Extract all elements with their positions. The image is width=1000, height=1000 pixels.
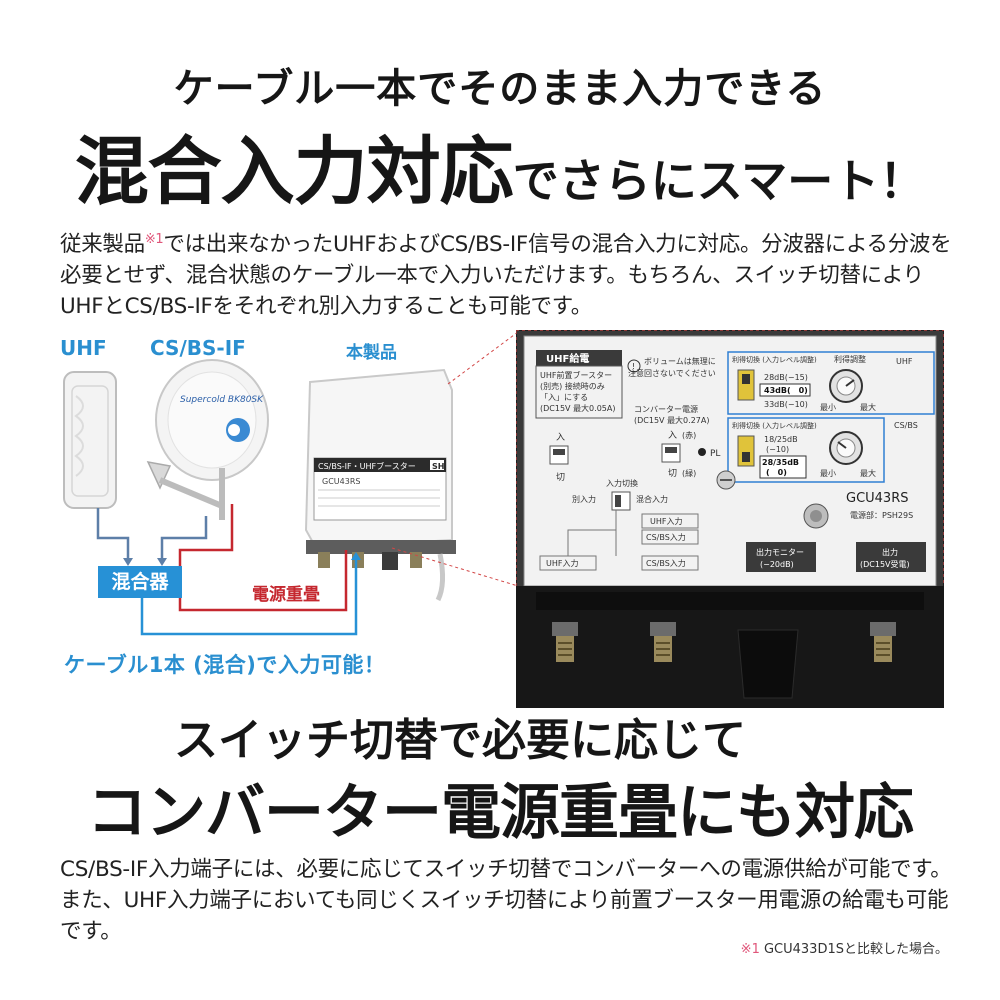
intro-text-1: 従来製品: [60, 232, 145, 258]
conv-red: (赤): [682, 431, 696, 440]
output-label-2: (DC15V受電): [860, 559, 910, 569]
uhf-min-label: 最小: [820, 403, 836, 412]
uhf-switch-on: 入: [556, 432, 565, 443]
pl-led: [698, 448, 706, 456]
footnote-text: GCU433D1Sと比較した場合。: [759, 942, 948, 957]
body-paragraph-2: CS/BS-IF入力端子には、必要に応じてスイッチ切替でコンバーターへの電源供給…: [60, 857, 952, 944]
uhf-power-desc-3: 「入」にする: [540, 393, 588, 402]
volume-note-2: 回さないでください: [644, 369, 716, 378]
volume-note-1: ボリュームは無理に: [644, 356, 716, 366]
gain-switch-uhf-label: 利得切換 (入力レベル調整): [732, 355, 817, 364]
uhf-power-desc-1: UHF前置ブースター: [540, 370, 612, 380]
product-label: 本製品: [346, 343, 397, 363]
csbs-input-label-2: CS/BS入力: [646, 558, 686, 568]
conv-green: (緑): [682, 468, 696, 478]
uhf-tag: UHF: [896, 357, 913, 366]
uhf-input-label-2: UHF入力: [546, 558, 578, 568]
csbs-input-label-1: CS/BS入力: [646, 532, 686, 542]
conv-switch-off: 切: [668, 468, 677, 479]
gain-switch-cs-label: 利得切換 (入力レベル調整): [732, 421, 817, 430]
intro-note-mark: ※1: [144, 232, 164, 247]
csbs-tag: CS/BS: [894, 421, 918, 430]
uhf-db-1: 28dB(−15): [764, 373, 808, 382]
separate-input-label: 別入力: [572, 494, 596, 504]
uhf-db-2: 43dB( 0): [764, 386, 808, 395]
uhf-max-label: 最大: [860, 402, 876, 412]
uhf-switch-off: 切: [556, 472, 565, 483]
headline-4: コンバーター電源重畳にも対応: [87, 778, 914, 848]
headline-1: ケーブル一本でそのまま入力できる: [173, 66, 827, 112]
uhf-antenna-image: [63, 371, 117, 509]
satellite-dish-image: Supercold BK80SK: [146, 359, 269, 520]
booster-panel-photo: UHF給電 UHF前置ブースター (別売) 接続時のみ 「入」にする (DC15…: [516, 330, 944, 708]
cs-db-2b: ( 0): [766, 468, 787, 477]
svg-text:!: !: [632, 362, 635, 371]
uhf-label: UHF: [60, 336, 107, 360]
uhf-power-title: UHF給電: [546, 352, 589, 365]
output-label-1: 出力: [882, 547, 898, 557]
uhf-power-desc-2: (別売) 接続時のみ: [540, 381, 605, 391]
volume-note-prefix-1: 注意: [628, 368, 644, 378]
footnote-mark: ※1: [740, 942, 760, 957]
mixer-box: 混合器: [98, 566, 182, 598]
out-monitor-label-2: (−20dB): [760, 560, 794, 569]
converter-power-1: コンバーター電源: [634, 405, 698, 414]
cable-bushing: [737, 629, 799, 699]
product-device-image: CS/BS-IF・UHFブースター SH GCU43RS: [304, 368, 456, 602]
uhf-input-label-1: UHF入力: [650, 516, 682, 526]
input-switch-label: 入力切換: [606, 478, 638, 488]
connection-diagram: Supercold BK80SK CS/BS-IF・UHFブースター SH GC…: [63, 331, 519, 636]
device-badge-text: SH: [432, 462, 444, 471]
cs-min-label: 最小: [820, 469, 836, 478]
headline-2-big: 混合入力対応: [74, 129, 514, 215]
device-model-text: GCU43RS: [322, 477, 360, 486]
cs-db-2: 28/35dB: [762, 458, 799, 467]
headline-3: スイッチ切替で必要に応じて: [174, 715, 746, 766]
cable-caption: ケーブル1本 (混合)で入力可能！: [64, 653, 386, 677]
power-overlay-label: 電源重畳: [252, 585, 320, 605]
uhf-power-desc-4: (DC15V 最大0.05A): [540, 403, 615, 413]
f-connector-2: [650, 622, 676, 662]
power-unit-label: 電源部：PSH29S: [850, 510, 913, 520]
f-connector-3: [870, 622, 896, 662]
cs-db-1: 18/25dB: [764, 435, 798, 444]
model-number: GCU43RS: [846, 491, 909, 506]
footnote: ※1 GCU433D1Sと比較した場合。: [741, 938, 948, 957]
out-monitor-label-1: 出力モニター: [756, 547, 804, 557]
cs-db-1b: (−10): [766, 445, 789, 454]
conv-switch-on: 入: [668, 430, 677, 441]
intro-text-2: では出来なかったUHFおよびCS/BS-IF信号の混合入力に対応。分波器による分…: [60, 232, 952, 320]
converter-power-2: (DC15V 最大0.27A): [634, 415, 709, 425]
cs-max-label: 最大: [860, 468, 876, 478]
f-connector-1: [552, 622, 578, 662]
dish-brand-text: Supercold BK80SK: [180, 395, 264, 405]
intro-paragraph: 従来製品※1では出来なかったUHFおよびCS/BS-IF信号の混合入力に対応。分…: [60, 224, 960, 322]
uhf-db-3: 33dB(−10): [764, 400, 808, 409]
device-title-text: CS/BS-IF・UHFブースター: [318, 461, 416, 471]
csbs-label: CS/BS-IF: [150, 336, 246, 360]
pl-label: PL: [710, 449, 720, 459]
gain-adjust-label: 利得調整: [834, 354, 866, 364]
headline-2: 混合入力対応でさらにスマート！: [0, 112, 1000, 219]
headline-2-small: でさらにスマート！: [512, 154, 926, 208]
mixed-input-label: 混合入力: [636, 494, 668, 504]
